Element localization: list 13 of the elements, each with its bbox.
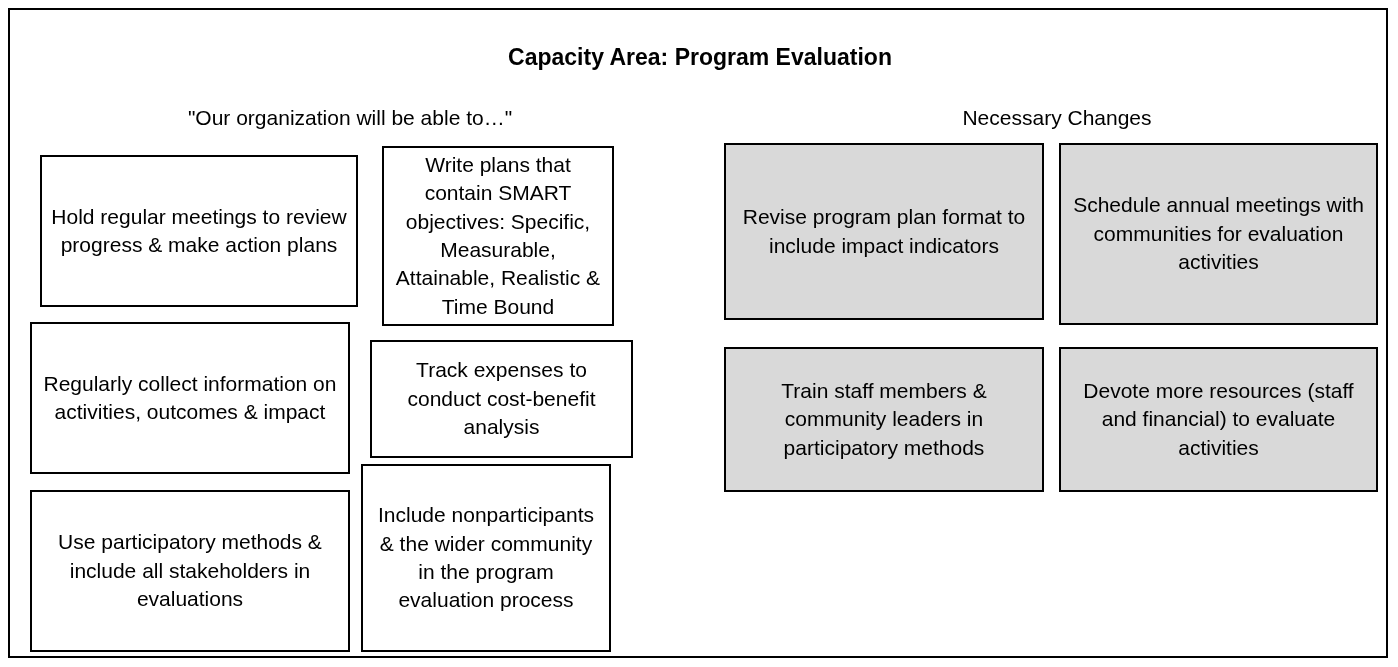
goal-box: Use participatory methods & include all stakeholders in evaluations	[30, 490, 350, 652]
goal-box: Track expenses to conduct cost-benefit analysis	[370, 340, 633, 458]
goal-box: Regularly collect information on activities, outcomes & impact	[30, 322, 350, 474]
title: Capacity Area: Program Evaluation	[507, 44, 893, 71]
change-box: Train staff members & community leaders in participatory methods	[724, 347, 1044, 492]
change-box: Schedule annual meetings with communities for evaluation activities	[1059, 143, 1378, 325]
change-box: Devote more resources (staff and financial) to evaluate activities	[1059, 347, 1378, 492]
goal-box: Write plans that contain SMART objectives: Specific, Measurable, Attainable, Realistic & Time Bound	[382, 146, 614, 326]
change-box: Revise program plan format to include impact indicators	[724, 143, 1044, 320]
column-heading: Necessary Changes	[961, 106, 1153, 130]
goal-box: Hold regular meetings to review progress & make action plans	[40, 155, 358, 307]
column-heading: "Our organization will be able to…"	[186, 106, 514, 130]
goal-box: Include nonparticipants & the wider community in the program evaluation process	[361, 464, 611, 652]
